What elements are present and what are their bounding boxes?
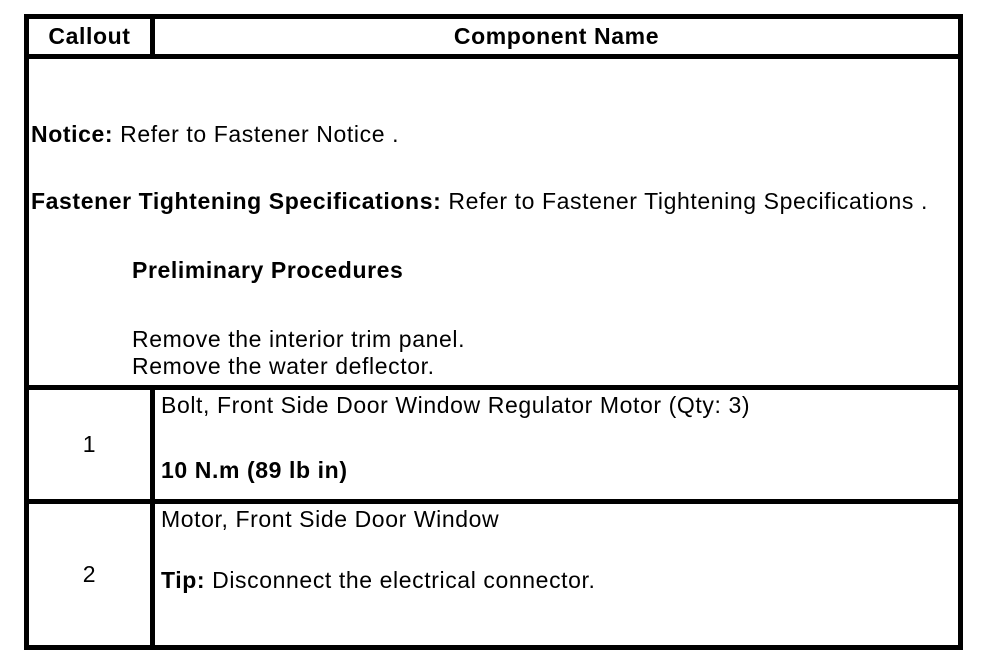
torque-spec: 10 N.m (89 lb in) xyxy=(161,457,348,483)
fastener-spec-text: Refer to Fastener Tightening Specificati… xyxy=(441,188,928,214)
component-cell-1: Bolt, Front Side Door Window Regulator M… xyxy=(150,385,963,504)
callout-number-2: 2 xyxy=(24,499,155,650)
component-name-motor: Motor, Front Side Door Window xyxy=(161,506,500,533)
preliminary-steps: Remove the interior trim panel. Remove t… xyxy=(132,326,956,380)
component-table: Callout Component Name Notice: Refer to … xyxy=(24,14,963,650)
table-header-row: Callout Component Name xyxy=(24,14,963,59)
component-name-bolt: Bolt, Front Side Door Window Regulator M… xyxy=(161,392,751,419)
tip-label: Tip: xyxy=(161,567,206,593)
preliminary-row: Notice: Refer to Fastener Notice . Faste… xyxy=(24,54,963,390)
notice-paragraph: Notice: Refer to Fastener Notice . xyxy=(31,121,956,148)
preliminary-procedures-title: Preliminary Procedures xyxy=(132,257,404,283)
component-name-column-header: Component Name xyxy=(150,14,963,59)
notice-label: Notice: xyxy=(31,121,114,147)
preliminary-cell: Notice: Refer to Fastener Notice . Faste… xyxy=(24,54,963,390)
fastener-spec-paragraph: Fastener Tightening Specifications: Refe… xyxy=(31,188,956,215)
component-cell-2: Motor, Front Side Door Window Tip: Disco… xyxy=(150,499,963,650)
tip-text: Disconnect the electrical connector. xyxy=(205,567,596,593)
step-remove-water-deflector: Remove the water deflector. xyxy=(132,353,435,379)
step-remove-trim-panel: Remove the interior trim panel. xyxy=(132,326,466,352)
fastener-spec-label: Fastener Tightening Specifications: xyxy=(31,188,442,214)
callout-number-1: 1 xyxy=(24,385,155,504)
table-row: 1 Bolt, Front Side Door Window Regulator… xyxy=(24,385,963,504)
callout-column-header: Callout xyxy=(24,14,155,59)
notice-text: Refer to Fastener Notice . xyxy=(113,121,400,147)
tip-paragraph: Tip: Disconnect the electrical connector… xyxy=(161,567,952,594)
table-row: 2 Motor, Front Side Door Window Tip: Dis… xyxy=(24,499,963,650)
